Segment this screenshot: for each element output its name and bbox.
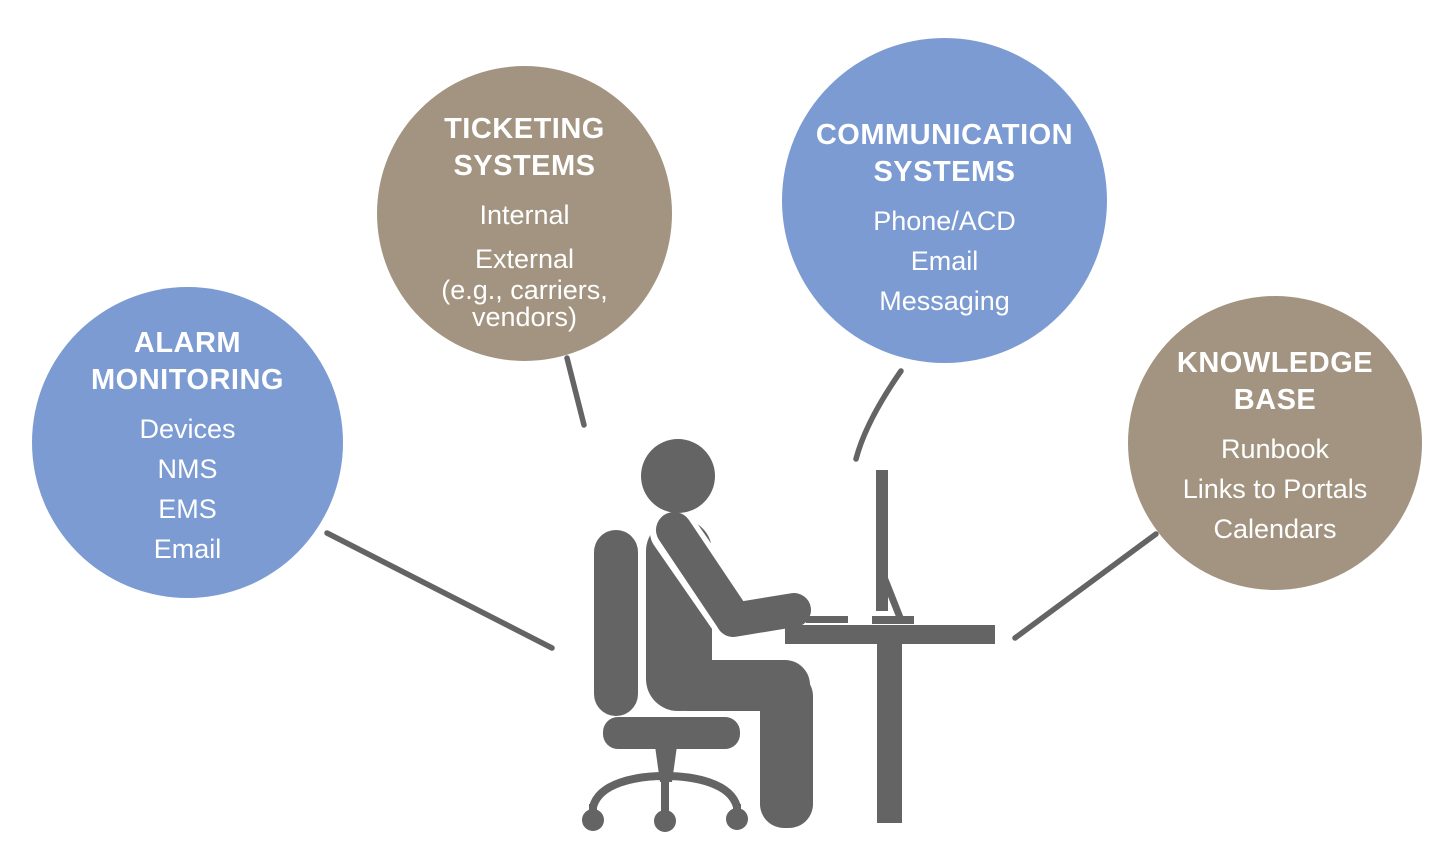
bubble-item: Messaging xyxy=(879,285,1010,316)
bubble-items: Internal External (e.g., carriers, vendo… xyxy=(441,195,608,331)
bubble-ticketing-systems: TICKETING SYSTEMS Internal External (e.g… xyxy=(377,66,672,361)
bubble-communication-systems: COMMUNICATION SYSTEMS Phone/ACD Email Me… xyxy=(782,38,1107,363)
bubble-items: Devices NMS EMS Email xyxy=(91,409,284,569)
bubble-content: ALARM MONITORING Devices NMS EMS Email xyxy=(91,325,284,569)
desk-leg xyxy=(877,644,902,823)
bubble-item: Calendars xyxy=(1213,514,1337,544)
bubble-item: Phone/ACD xyxy=(873,205,1016,236)
monitor-base xyxy=(872,616,914,624)
bubble-item: vendors) xyxy=(471,301,578,332)
bubble-item: NMS xyxy=(157,453,218,484)
bubble-items: Runbook Links to Portals Calendars xyxy=(1177,429,1373,549)
bubble-item: Links to Portals xyxy=(1182,474,1368,504)
bubble-content: KNOWLEDGE BASE Runbook Links to Portals … xyxy=(1177,345,1373,549)
person-head xyxy=(641,439,715,513)
desk-top xyxy=(785,625,995,644)
person-at-desk-icon xyxy=(641,439,813,828)
bubble-title: TICKETING SYSTEMS xyxy=(441,111,608,185)
chair-backrest xyxy=(594,530,638,716)
bubble-item: Devices xyxy=(139,413,236,444)
connector-communication-systems xyxy=(853,368,904,462)
bubble-item: Email xyxy=(153,533,222,564)
bubble-content: COMMUNICATION SYSTEMS Phone/ACD Email Me… xyxy=(816,117,1073,321)
chair-wheel-right xyxy=(726,808,748,830)
person-lower-leg xyxy=(760,672,813,828)
chair-wheel-center xyxy=(654,810,676,832)
keyboard xyxy=(806,616,848,623)
person-upper-arm xyxy=(656,512,751,636)
office-chair-icon xyxy=(582,530,748,832)
bubble-title-line: MONITORING xyxy=(91,363,284,396)
chair-wheel-left xyxy=(582,809,604,831)
bubble-title-line: KNOWLEDGE xyxy=(1176,347,1374,379)
chair-seat xyxy=(603,717,740,749)
bubble-item: Internal xyxy=(479,199,570,230)
connector-alarm-monitoring xyxy=(324,530,555,651)
bubble-items: Phone/ACD Email Messaging xyxy=(816,201,1073,321)
bubble-title-line: COMMUNICATION xyxy=(815,118,1074,151)
bubble-item: Runbook xyxy=(1220,434,1330,464)
bubble-title-line: ALARM xyxy=(133,326,242,359)
person-forearm xyxy=(716,593,811,637)
bubble-title: COMMUNICATION SYSTEMS xyxy=(816,117,1073,191)
bubble-title-line: BASE xyxy=(1233,384,1317,416)
bubble-item: External xyxy=(474,243,575,274)
bubble-item: Email xyxy=(910,245,979,276)
bubble-content: TICKETING SYSTEMS Internal External (e.g… xyxy=(441,111,608,331)
bubble-knowledge-base: KNOWLEDGE BASE Runbook Links to Portals … xyxy=(1128,296,1422,590)
bubble-title-line: SYSTEMS xyxy=(873,155,1016,188)
bubble-title-line: SYSTEMS xyxy=(453,149,596,182)
bubble-alarm-monitoring: ALARM MONITORING Devices NMS EMS Email xyxy=(32,287,343,598)
connector-knowledge-base xyxy=(1012,531,1159,641)
bubble-item: EMS xyxy=(158,493,217,524)
connector-ticketing-systems xyxy=(564,355,587,428)
monitor-stand xyxy=(878,570,905,622)
chair-base xyxy=(589,771,741,811)
bubble-title-line: TICKETING xyxy=(444,112,605,145)
desk-and-monitor-icon xyxy=(785,470,995,823)
bubble-title: ALARM MONITORING xyxy=(91,325,284,399)
bubble-item: (e.g., carriers, xyxy=(441,274,608,305)
bubble-title: KNOWLEDGE BASE xyxy=(1177,345,1373,419)
